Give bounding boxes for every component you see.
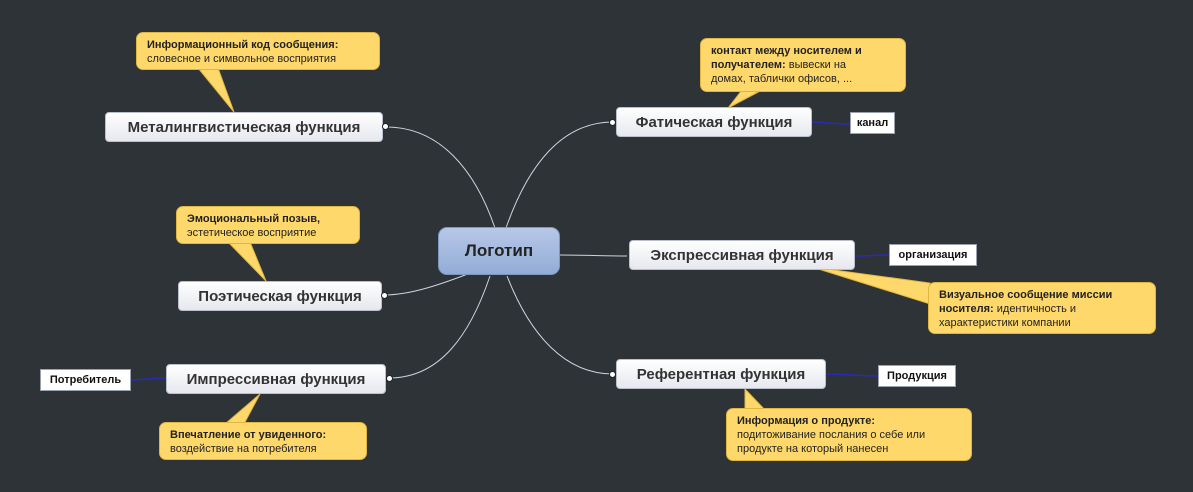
tag-channel-label: канал [856, 117, 889, 129]
callout-referential-line2: подитоживание послания о себе или [737, 429, 926, 441]
connector-metalinguistic [385, 126, 496, 229]
central-node-label: Логотип [464, 241, 534, 260]
tag-connector-impressive [130, 377, 167, 381]
tag-consumer[interactable]: Потребитель [40, 369, 131, 391]
callout-metalinguistic-text: словесное и символьное восприятия [147, 53, 337, 65]
callout-referential: Информация о продукте: подитоживание пос… [726, 408, 972, 461]
callout-poetic-line2: эстетическое восприятие [187, 227, 317, 239]
callout-expressive-line3: характеристики компании [939, 317, 1071, 329]
connector-referential [506, 275, 614, 375]
node-impressive-label: Импрессивная функция [186, 370, 366, 388]
callout-metalinguistic-title: Информационный код сообщения: [147, 39, 339, 51]
callout-pointer-metalinguistic [196, 67, 235, 113]
node-poetic[interactable]: Поэтическая функция [178, 281, 382, 311]
callout-expressive-line2-bold: носителя: [939, 303, 994, 315]
callout-phatic-line1: контакт между носителем и [711, 45, 862, 57]
connector-phatic [505, 121, 614, 229]
connector-expressive [559, 254, 628, 257]
callout-phatic-line3: домах, таблички офисов, ... [711, 73, 853, 85]
callout-poetic-line1: Эмоциональный позыв, [187, 213, 321, 225]
callout-pointer-expressive [811, 266, 931, 305]
callout-impressive: Впечатление от увиденного: воздействие н… [159, 422, 367, 460]
tag-channel[interactable]: канал [850, 112, 895, 134]
callout-phatic-line2-bold: получателем: [711, 59, 786, 71]
callout-referential-title: Информация о продукте: [737, 415, 876, 427]
node-expressive-label: Экспрессивная функция [650, 246, 834, 264]
callout-referential-line3: продукте на который нанесен [737, 443, 889, 455]
tag-product[interactable]: Продукция [878, 365, 956, 387]
tag-connector-referential [825, 373, 879, 377]
node-referential-label: Референтная функция [636, 365, 806, 383]
node-referential[interactable]: Референтная функция [616, 359, 826, 389]
callout-phatic: контакт между носителем и получателем: в… [700, 38, 906, 92]
callout-pointer-poetic [226, 241, 267, 282]
callout-pointer-impressive [223, 393, 261, 425]
node-phatic-label: Фатическая функция [635, 113, 793, 131]
tag-connector-expressive [854, 254, 890, 257]
callout-expressive-line1: Визуальное сообщение миссии [939, 289, 1113, 301]
connector-impressive [388, 275, 491, 379]
callout-metalinguistic: Информационный код сообщения: словесное … [136, 32, 380, 70]
node-poetic-label: Поэтическая функция [198, 287, 362, 305]
callout-phatic-line2-text: вывески на [788, 59, 847, 71]
callout-expressive-line2-text: идентичность и [996, 303, 1077, 315]
expand-knob-phatic[interactable] [609, 119, 616, 126]
node-phatic[interactable]: Фатическая функция [616, 107, 812, 137]
node-metalinguistic[interactable]: Металингвистическая функция [105, 112, 383, 142]
callout-pointer-phatic [727, 89, 763, 109]
node-metalinguistic-label: Металингвистическая функция [127, 118, 361, 136]
callout-poetic: Эмоциональный позыв, эстетическое воспри… [176, 206, 360, 244]
callout-pointer-referential [744, 387, 767, 411]
expand-knob-impressive[interactable] [386, 375, 393, 382]
expand-knob-poetic[interactable] [381, 292, 388, 299]
callout-expressive: Визуальное сообщение миссии носителя: ид… [928, 282, 1156, 334]
node-expressive[interactable]: Экспрессивная функция [629, 240, 855, 270]
tag-organization[interactable]: организация [889, 244, 977, 266]
tag-product-label: Продукция [887, 370, 947, 382]
callout-impressive-text: воздействие на потребителя [170, 443, 317, 455]
node-impressive[interactable]: Импрессивная функция [166, 364, 386, 394]
tag-connector-phatic [811, 121, 851, 125]
central-node[interactable]: Логотип [438, 227, 560, 275]
expand-knob-referential[interactable] [609, 371, 616, 378]
expand-knob-metalinguistic[interactable] [382, 123, 389, 130]
callout-impressive-title: Впечатление от увиденного: [170, 429, 327, 441]
tag-consumer-label: Потребитель [49, 374, 122, 386]
tag-organization-label: организация [898, 249, 968, 261]
